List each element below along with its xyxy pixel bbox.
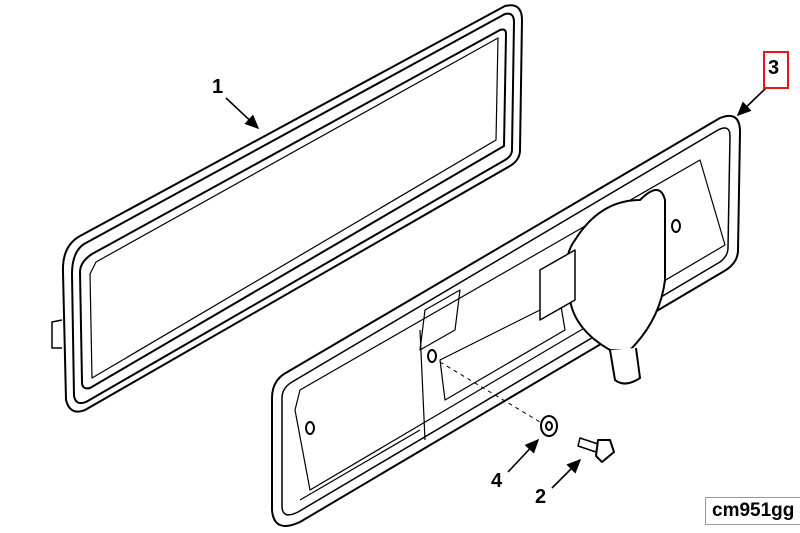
washer bbox=[540, 415, 558, 437]
callout-1: 1 bbox=[212, 76, 224, 98]
cover bbox=[271, 114, 741, 527]
gasket bbox=[51, 4, 523, 413]
callout-4: 4 bbox=[491, 470, 503, 492]
figure-code: cm951gg bbox=[705, 497, 800, 525]
callout-2: 2 bbox=[535, 486, 547, 508]
bolt bbox=[577, 437, 615, 463]
leader-arrows bbox=[225, 87, 767, 489]
callout-3: 3 bbox=[768, 57, 780, 79]
callout-3-highlight-box bbox=[763, 51, 789, 89]
